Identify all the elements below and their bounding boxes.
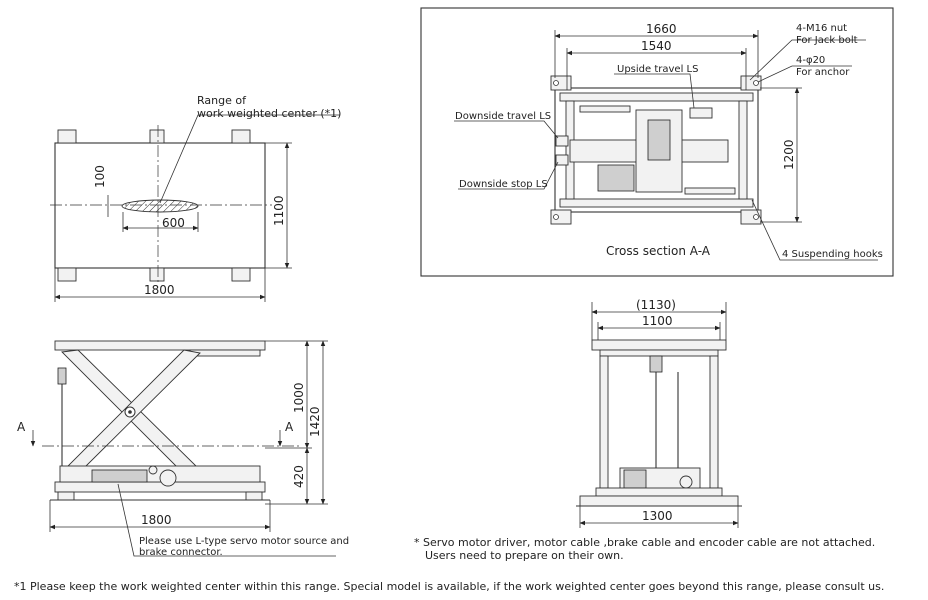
side-post-left xyxy=(599,355,609,489)
dim-1800-side: 1800 xyxy=(141,513,172,527)
anchor-hole xyxy=(553,214,559,220)
anchor-plate xyxy=(740,209,762,225)
dim-1130: (1130) xyxy=(636,298,676,312)
front-view: (1130) 1100 1300 xyxy=(576,298,742,528)
dim-1100: 1100 xyxy=(272,195,286,226)
anchor-plate xyxy=(550,209,572,225)
connector-note-line2: brake connector. xyxy=(139,547,223,558)
screw-housing xyxy=(649,355,663,373)
dim-1540: 1540 xyxy=(641,39,672,53)
anchor-plate xyxy=(550,75,572,91)
corner-bracket xyxy=(57,267,77,282)
connector-note-line1: Please use L-type servo motor source and xyxy=(139,536,349,547)
pivot-pin xyxy=(128,410,132,414)
connector-leader xyxy=(117,483,336,557)
downside-travel-leader xyxy=(454,120,559,139)
servo-note-line2: Users need to prepare on their own. xyxy=(425,549,624,562)
anchor-hole xyxy=(753,80,759,86)
cross-section-title: Cross section A-A xyxy=(606,244,711,258)
suspending-hooks: 4 Suspending hooks xyxy=(782,249,883,260)
range-label-line2: work weighted center (*1) xyxy=(197,107,341,120)
dim-1200: 1200 xyxy=(782,139,796,170)
upside-ls-leader xyxy=(614,73,695,109)
notes: * Servo motor driver, motor cable ,brake… xyxy=(14,536,884,593)
side-view: A A 1000 420 1420 1800 Please use L-type… xyxy=(17,340,349,558)
weighted-center-range xyxy=(121,199,199,213)
dim-1660: 1660 xyxy=(646,22,677,36)
corner-bracket xyxy=(231,267,251,282)
servo-motor xyxy=(91,469,148,483)
top-table xyxy=(54,340,266,351)
upside-travel-ls: Upside travel LS xyxy=(617,64,698,75)
frame-rail-top xyxy=(559,92,754,102)
side-post-right xyxy=(709,355,719,489)
nut-label-line2: For Jack bolt xyxy=(796,35,858,46)
footnote: *1 Please keep the work weighted center … xyxy=(14,580,884,593)
base-frame-outline xyxy=(554,87,759,213)
range-label-line1: Range of xyxy=(197,94,247,107)
frame-rail-bottom xyxy=(559,198,754,208)
limit-switch-up xyxy=(689,107,713,119)
top-rail xyxy=(599,349,719,357)
center-lug xyxy=(149,129,165,144)
cross-member xyxy=(579,105,631,113)
dim-1300: 1300 xyxy=(642,509,673,523)
base-frame xyxy=(54,481,266,493)
base-foot xyxy=(245,491,263,501)
frame-rail-right xyxy=(738,100,748,200)
dim-600: 600 xyxy=(162,216,185,230)
limit-switch-down-stop xyxy=(555,154,569,166)
servo-note-line1: * Servo motor driver, motor cable ,brake… xyxy=(414,536,875,549)
dim-1100-front: 1100 xyxy=(642,314,673,328)
jack-head xyxy=(57,367,67,385)
top-table xyxy=(591,339,727,351)
section-mark-left: A xyxy=(17,420,26,434)
servo-motor xyxy=(597,164,635,192)
anchor-hole xyxy=(753,214,759,220)
dim-420: 420 xyxy=(292,465,306,488)
limit-switch-down-travel xyxy=(555,135,569,147)
corner-bracket xyxy=(57,129,77,144)
dim-1420: 1420 xyxy=(308,406,322,437)
dim-100: 100 xyxy=(93,165,107,188)
center-lug xyxy=(149,267,165,282)
nut-leader xyxy=(749,39,866,81)
base-foot xyxy=(57,491,75,501)
anchor-label-line1: 4-φ20 xyxy=(796,55,825,66)
screw-nut xyxy=(647,119,671,161)
cross-member xyxy=(684,187,736,195)
downside-travel-ls: Downside travel LS xyxy=(455,111,551,122)
drive-wheel xyxy=(159,469,177,487)
nut-label-line1: 4-M16 nut xyxy=(796,23,847,34)
dim-1000: 1000 xyxy=(292,382,306,413)
motor-block xyxy=(623,469,647,489)
cross-section-a-a: 1660 1540 1200 4-M16 nut For Jack bolt 4… xyxy=(420,7,894,277)
anchor-leader xyxy=(757,65,852,83)
downside-stop-ls: Downside stop LS xyxy=(459,179,548,190)
top-view: Range of work weighted center (*1) 100 6… xyxy=(50,94,341,302)
section-mark-right: A xyxy=(285,420,294,434)
corner-bracket xyxy=(231,129,251,144)
downside-stop-leader xyxy=(458,161,559,190)
base-plate xyxy=(579,495,739,507)
range-leader xyxy=(159,114,340,204)
dim-1800-top: 1800 xyxy=(144,283,175,297)
coupling xyxy=(679,475,693,489)
anchor-hole xyxy=(553,80,559,86)
base-frame xyxy=(595,487,723,497)
hooks-leader xyxy=(751,199,878,261)
anchor-label-line2: For anchor xyxy=(796,67,850,78)
cross-section-frame xyxy=(420,7,894,277)
roller xyxy=(148,465,158,475)
